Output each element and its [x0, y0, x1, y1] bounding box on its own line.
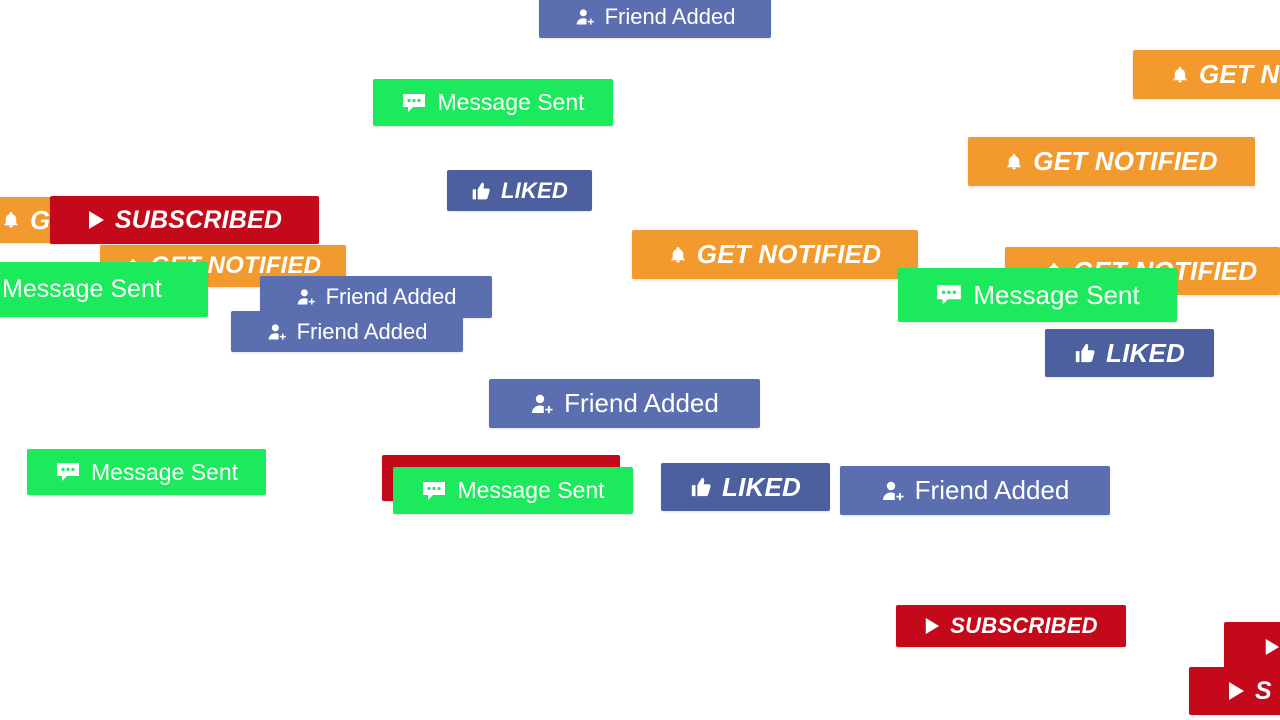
play-icon: [1264, 638, 1280, 656]
subscribed-badge: SUBSCRIBED: [896, 605, 1126, 647]
get-notified-badge: GET NOTIFIED: [968, 137, 1255, 186]
chat-bubble-icon: [935, 283, 963, 307]
chat-bubble-icon: [55, 461, 81, 483]
add-user-icon: [575, 7, 595, 27]
liked-badge: LIKED: [1045, 329, 1214, 377]
add-user-icon: [530, 392, 554, 416]
message-sent-badge: Message Sent: [393, 467, 633, 514]
thumbs-up-icon: [471, 181, 491, 201]
message-sent-badge: Message Sent: [373, 79, 613, 126]
play-icon: [1227, 681, 1245, 701]
message-sent-badge: Message Sent: [0, 262, 208, 317]
thumbs-up-icon: [1074, 342, 1096, 364]
bell-icon: [1171, 65, 1189, 85]
subscribed-badge-partial: [1224, 622, 1280, 672]
add-user-icon: [296, 287, 316, 307]
liked-badge: LIKED: [661, 463, 830, 511]
friend-added-badge: Friend Added: [231, 311, 463, 352]
get-notified-badge: GET NOTIFIED: [632, 230, 918, 279]
get-notified-badge-partial: GET N: [1133, 50, 1280, 99]
friend-added-badge: Friend Added: [840, 466, 1110, 515]
chat-bubble-icon: [421, 480, 447, 502]
add-user-icon: [881, 479, 905, 503]
message-sent-badge: Message Sent: [27, 449, 266, 495]
bell-icon: [2, 210, 20, 230]
subscribed-badge: SUBSCRIBED: [50, 196, 319, 244]
friend-added-badge: Friend Added: [489, 379, 760, 428]
bell-icon: [669, 245, 687, 265]
play-icon: [924, 617, 940, 635]
liked-badge: LIKED: [447, 170, 592, 211]
subscribed-badge-partial: S: [1189, 667, 1280, 715]
bell-icon: [1005, 152, 1023, 172]
message-sent-badge: Message Sent: [898, 268, 1177, 322]
thumbs-up-icon: [690, 476, 712, 498]
add-user-icon: [267, 322, 287, 342]
friend-added-badge: Friend Added: [539, 0, 771, 38]
chat-bubble-icon: [401, 92, 427, 114]
play-icon: [87, 210, 105, 230]
